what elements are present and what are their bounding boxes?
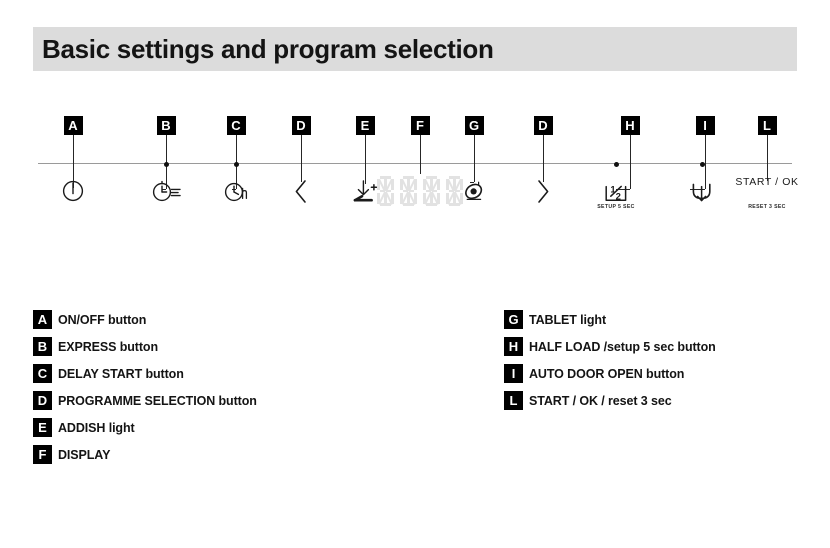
add-dish-icon (325, 174, 405, 208)
panel-control-auto-door-open-icon[interactable] (662, 104, 742, 229)
callout-leader-elbow (690, 189, 705, 190)
indicator-led (699, 162, 705, 167)
panel-control-chevron-right-icon[interactable] (503, 104, 583, 229)
legend-item-a: A ON/OFF button (33, 306, 257, 333)
svg-text:2: 2 (616, 191, 621, 202)
display-segment-char (376, 176, 395, 206)
legend-label-e: ADDISH light (58, 420, 135, 435)
legend-label-i: AUTO DOOR OPEN button (529, 366, 685, 381)
indicator-led (233, 162, 239, 167)
callout-leader-elbow (162, 189, 166, 190)
chevron-right-icon (503, 174, 583, 208)
legend-item-e: E ADDISH light (33, 414, 257, 441)
callout-badge-a-0: A (63, 116, 83, 135)
tablet-icon (434, 174, 514, 208)
legend-item-g: G TABLET light (504, 306, 716, 333)
legend-badge-c: C (33, 364, 52, 383)
seven-segment-display (376, 174, 464, 208)
auto-door-open-icon (662, 174, 742, 208)
legend-item-i: I AUTO DOOR OPEN button (504, 360, 716, 387)
delay-start-clock-icon (196, 174, 276, 208)
callout-leader-elbow (616, 189, 630, 190)
legend-item-h: H HALF LOAD /setup 5 sec button (504, 333, 716, 360)
legend-badge-a: A (33, 310, 52, 329)
legend-label-c: DELAY START button (58, 366, 184, 381)
display-segment-char (422, 176, 441, 206)
callout-leader-line (705, 135, 706, 189)
display-segment-char (399, 176, 418, 206)
callout-leader-elbow (470, 182, 474, 183)
callout-badge-l-10: L (757, 116, 777, 135)
callout-leader-line (767, 135, 768, 181)
panel-horizontal-rule (38, 163, 792, 164)
callout-badge-c-2: C (226, 116, 246, 135)
callout-badge-g-6: G (464, 116, 484, 135)
panel-control-express-clock-icon[interactable] (126, 104, 206, 229)
callout-badge-f-5: F (410, 116, 430, 135)
callout-leader-line (73, 135, 74, 188)
callout-badge-i-9: I (695, 116, 715, 135)
legend-label-a: ON/OFF button (58, 312, 147, 327)
callout-leader-line (420, 135, 421, 174)
legend-item-l: L START / OK / reset 3 sec (504, 387, 716, 414)
callout-badge-h-8: H (620, 116, 640, 135)
panel-control-start-ok-label[interactable]: START / OK RESET 3 SEC (727, 104, 807, 229)
panel-control-power-icon[interactable] (33, 104, 113, 229)
legend-badge-g: G (504, 310, 523, 329)
express-clock-icon (126, 174, 206, 208)
callout-leader-line (365, 135, 366, 184)
control-sublabel: SETUP 5 SEC (597, 204, 635, 210)
page-title-bar: Basic settings and program selection (33, 27, 797, 71)
legend-item-b: B EXPRESS button (33, 333, 257, 360)
callout-badge-e-4: E (355, 116, 375, 135)
indicator-led (163, 162, 169, 167)
svg-text:1: 1 (610, 184, 616, 195)
legend-badge-e: E (33, 418, 52, 437)
legend-label-b: EXPRESS button (58, 339, 158, 354)
panel-control-tablet-icon[interactable] (434, 104, 514, 229)
legend-item-c: C DELAY START button (33, 360, 257, 387)
callout-leader-line (474, 135, 475, 182)
panel-control-add-dish-icon[interactable] (325, 104, 405, 229)
legend-label-f: DISPLAY (58, 447, 111, 462)
display-segment-char (445, 176, 464, 206)
start-ok-label: START / OK (735, 176, 799, 188)
legend-badge-f: F (33, 445, 52, 464)
callout-badge-d-7: D (533, 116, 553, 135)
legend-label-l: START / OK / reset 3 sec (529, 393, 672, 408)
legend-label-h: HALF LOAD /setup 5 sec button (529, 339, 716, 354)
panel-control-delay-start-clock-icon[interactable] (196, 104, 276, 229)
callout-badge-d-3: D (291, 116, 311, 135)
page-title: Basic settings and program selection (42, 33, 494, 64)
indicator-led (613, 162, 619, 167)
legend-label-g: TABLET light (529, 312, 607, 327)
legend-badge-i: I (504, 364, 523, 383)
legend-item-d: D PROGRAMME SELECTION button (33, 387, 257, 414)
callout-leader-line (543, 135, 544, 182)
legend-label-d: PROGRAMME SELECTION button (58, 393, 257, 408)
legend-badge-h: H (504, 337, 523, 356)
chevron-left-icon (261, 174, 341, 208)
callout-badge-b-1: B (156, 116, 176, 135)
callout-leader-line (301, 135, 302, 182)
legend-badge-b: B (33, 337, 52, 356)
legend-item-f: F DISPLAY (33, 441, 257, 468)
control-sublabel: RESET 3 SEC (748, 204, 786, 210)
panel-control-chevron-left-icon[interactable] (261, 104, 341, 229)
callout-leader-line (630, 135, 631, 189)
legend-badge-d: D (33, 391, 52, 410)
legend-badge-l: L (504, 391, 523, 410)
power-icon (33, 174, 113, 208)
